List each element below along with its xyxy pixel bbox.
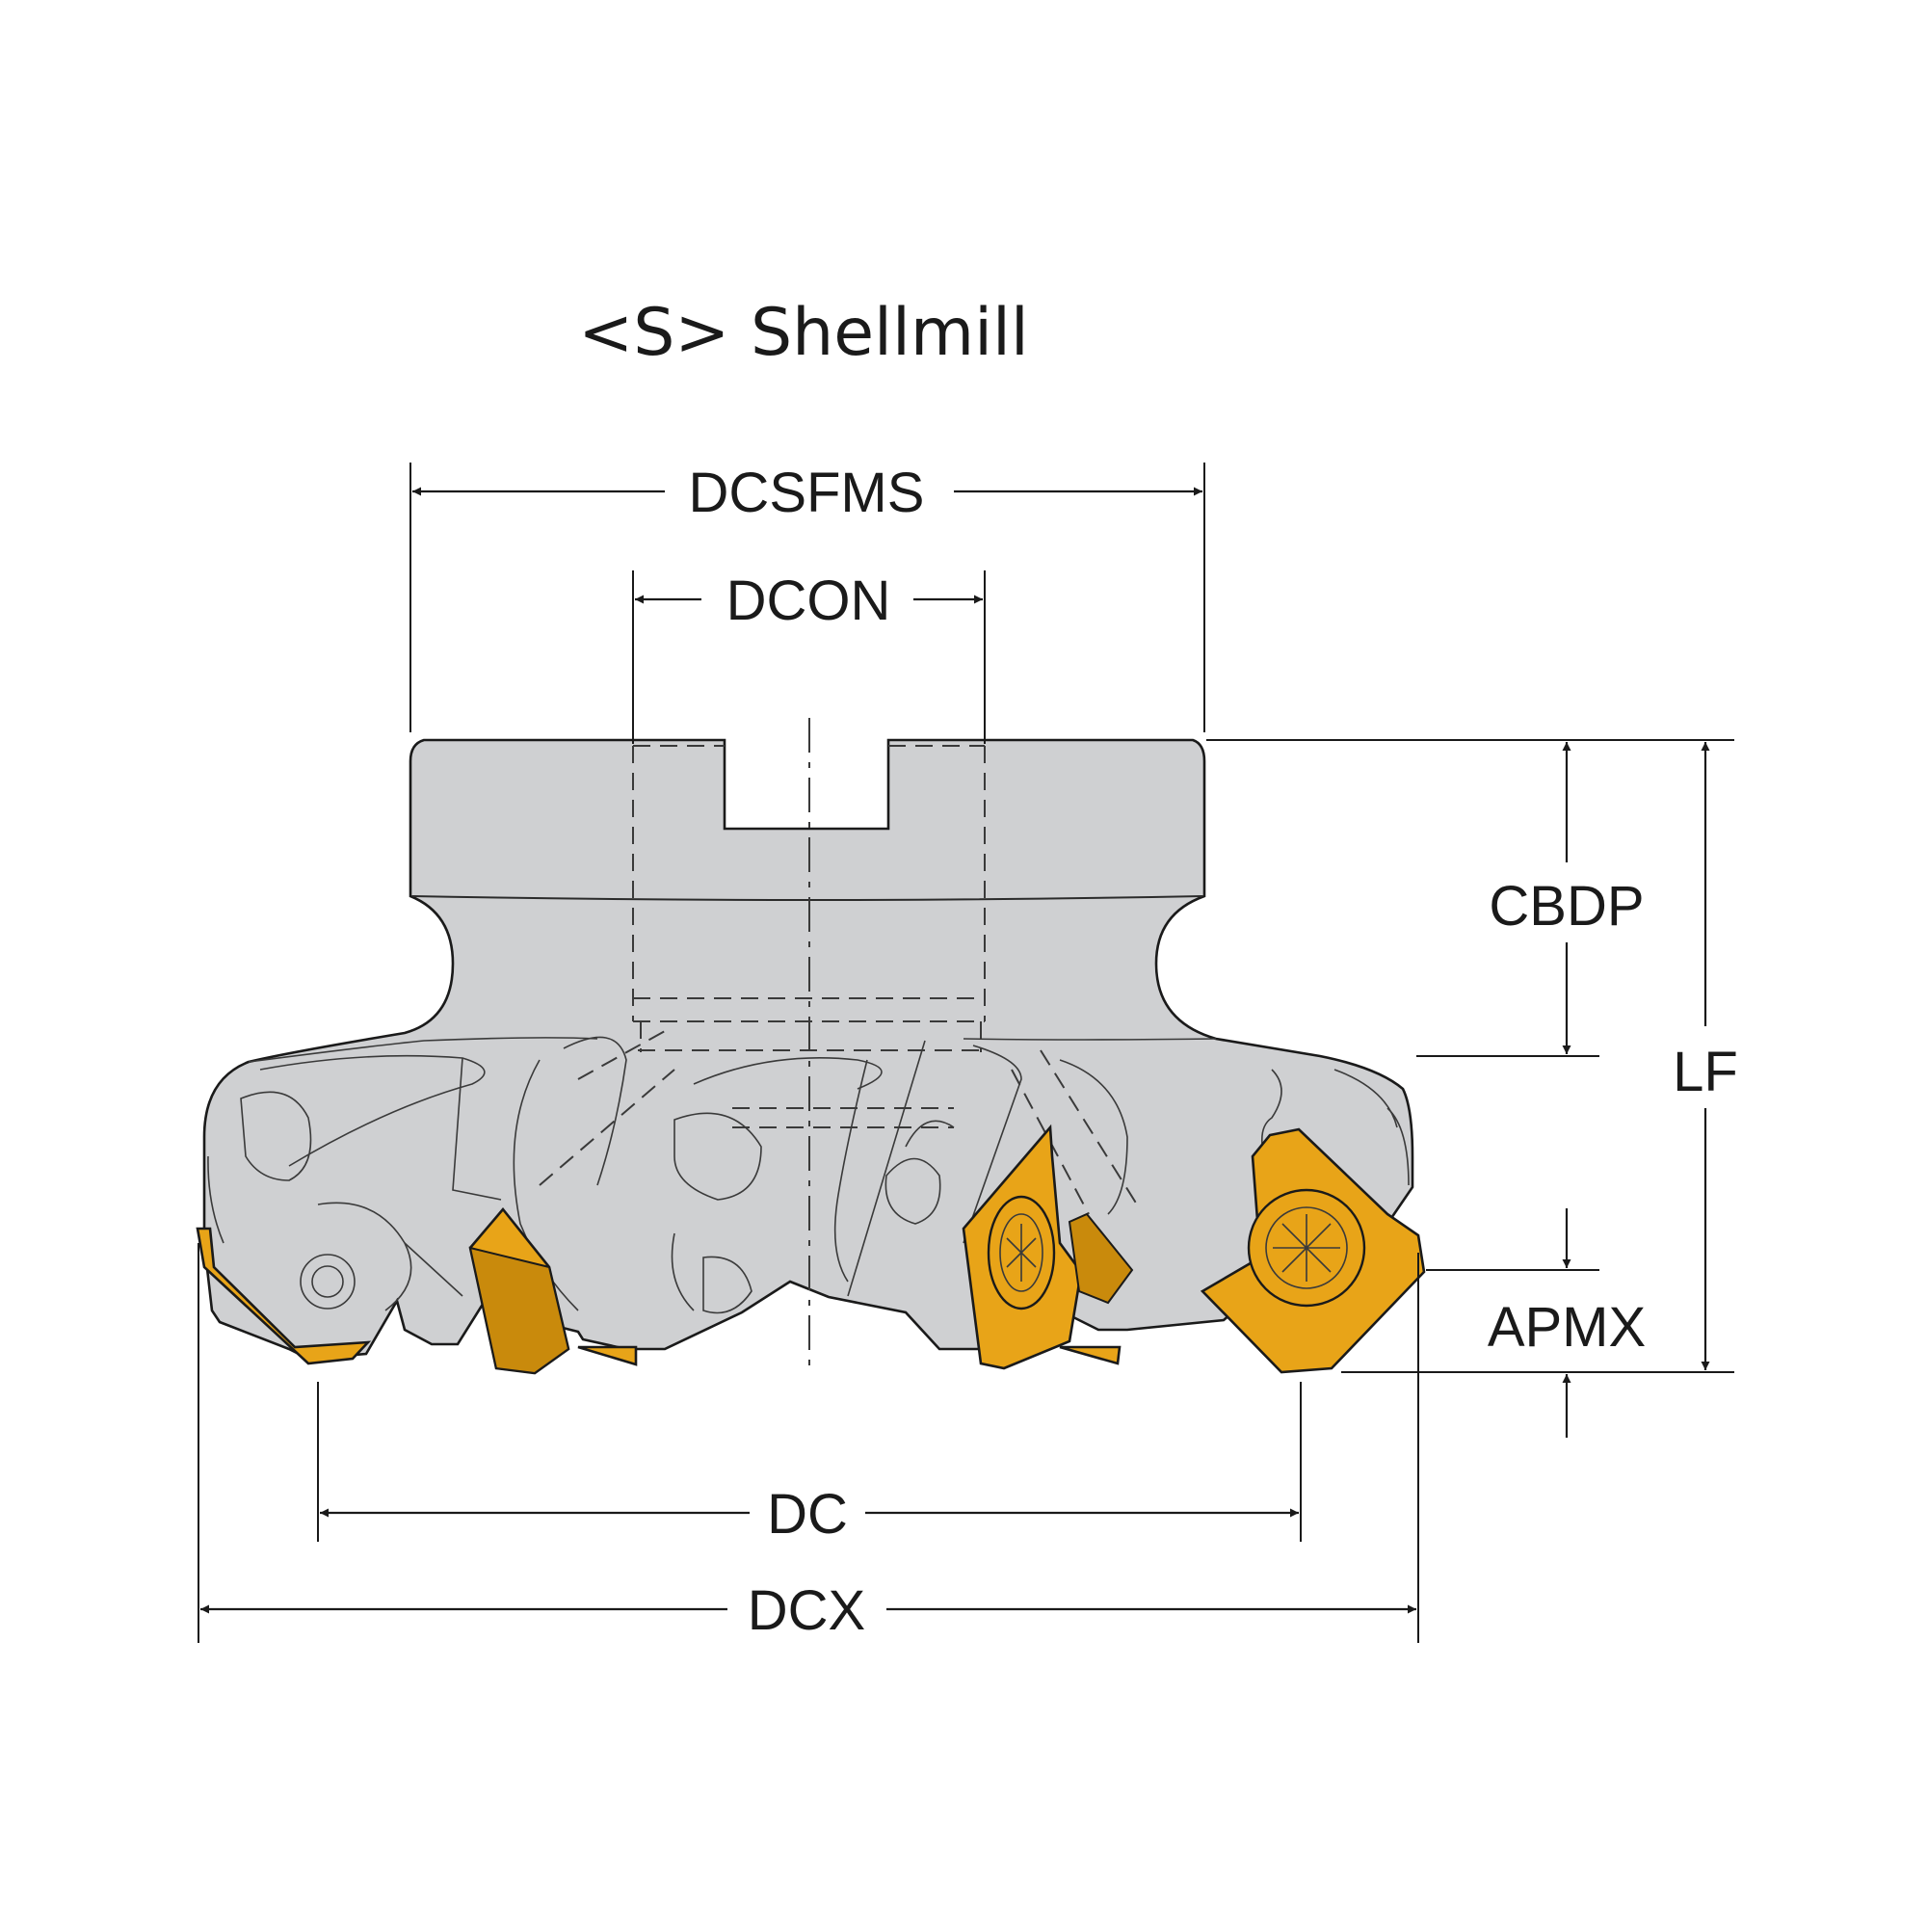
dimension-label-lf: LF — [1673, 1041, 1738, 1103]
dimension-label-dcsfms: DCSFMS — [689, 462, 925, 524]
screw-icon — [1247, 1188, 1366, 1308]
dimension-label-dcx: DCX — [748, 1579, 865, 1642]
dimension-dc: DC — [317, 1382, 1302, 1546]
dimension-dcx: DCX — [198, 1243, 1419, 1643]
screw-icon — [987, 1195, 1056, 1310]
dimension-label-dc: DC — [767, 1483, 848, 1546]
dimension-lf: LF — [1341, 742, 1738, 1373]
insert-left — [196, 1227, 372, 1365]
dimension-label-apmx: APMX — [1488, 1296, 1646, 1359]
dimension-dcon: DCON — [632, 569, 986, 744]
dimension-apmx: APMX — [1426, 1208, 1646, 1438]
insert-mid-left — [468, 1206, 638, 1375]
dimension-label-dcon: DCON — [726, 569, 891, 632]
insert-mid-right — [962, 1124, 1134, 1370]
dimension-label-cbdp: CBDP — [1489, 875, 1644, 938]
dimension-dcsfms: DCSFMS — [409, 462, 1205, 732]
insert-right — [1200, 1127, 1426, 1374]
diagram-title: <S> Shellmill — [578, 295, 1029, 371]
dimension-cbdp: CBDP — [1206, 739, 1734, 1057]
